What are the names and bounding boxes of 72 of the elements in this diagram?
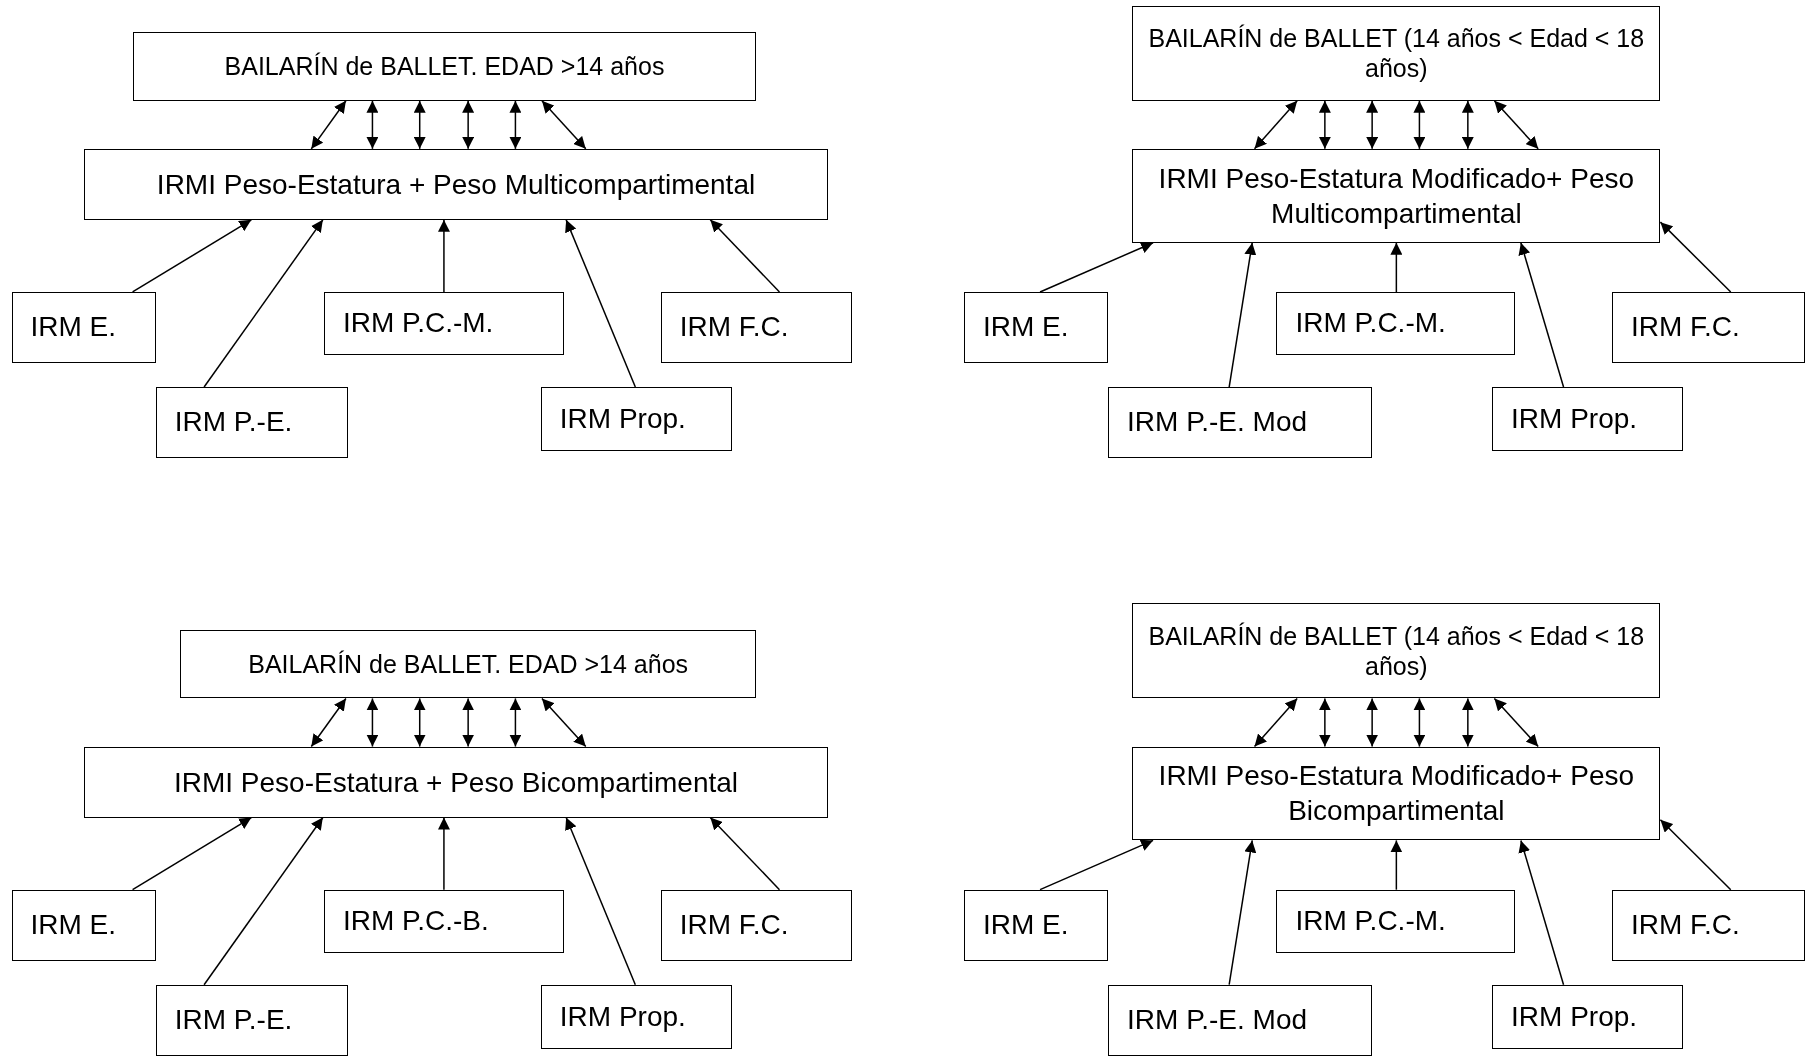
arrow — [1413, 697, 1426, 748]
arrow — [1318, 697, 1331, 748]
arrow — [1518, 839, 1565, 986]
header-box: BAILARÍN de BALLET (14 años < Edad < 18 años) — [1132, 603, 1661, 699]
arrow — [203, 219, 324, 388]
input-box: IRM P.-E. Mod — [1108, 387, 1373, 458]
input-box: IRM P.C.-M. — [1276, 889, 1516, 953]
input-box: IRM F.C. — [660, 889, 853, 961]
index-box: IRMI Peso-Estatura + Peso Bicompartimental — [84, 746, 828, 818]
input-box: IRM E. — [963, 291, 1109, 363]
arrow — [1228, 242, 1257, 388]
input-box: IRM Prop. — [540, 387, 733, 452]
arrow — [366, 100, 379, 150]
input-box: IRM Prop. — [1492, 387, 1684, 452]
index-box: IRMI Peso-Estatura Modificado+ Peso Bicompartimental — [1132, 746, 1661, 841]
input-box: IRM F.C. — [660, 291, 853, 363]
index-box: IRMI Peso-Estatura + Peso Multicompartimental — [84, 148, 828, 220]
arrow — [565, 816, 637, 986]
arrow — [203, 816, 324, 986]
arrow — [310, 697, 347, 748]
arrow — [437, 816, 450, 891]
arrow — [541, 697, 587, 748]
arrow — [565, 219, 637, 388]
arrow — [1461, 100, 1474, 150]
arrow — [1390, 242, 1403, 293]
index-box: IRMI Peso-Estatura Modificado+ Peso Multicompartimental — [1132, 148, 1661, 243]
arrow — [541, 100, 587, 150]
arrow — [709, 219, 781, 293]
arrow — [1518, 242, 1565, 388]
arrow — [1390, 839, 1403, 891]
header-box: BAILARÍN de BALLET. EDAD >14 años — [132, 32, 757, 101]
input-box: IRM P.C.-M. — [1276, 291, 1516, 355]
arrow — [462, 697, 475, 748]
input-box: IRM P.-E. — [155, 984, 349, 1056]
arrow — [131, 816, 253, 891]
arrow — [131, 219, 253, 293]
arrow — [1318, 100, 1331, 150]
arrow — [310, 100, 347, 150]
arrow — [366, 697, 379, 748]
arrow — [437, 219, 450, 293]
arrow — [1413, 100, 1426, 150]
arrow — [1228, 839, 1257, 986]
arrow — [1253, 100, 1298, 150]
arrow — [709, 816, 781, 891]
arrow — [413, 697, 426, 748]
header-box: BAILARÍN de BALLET. EDAD >14 años — [179, 629, 757, 699]
input-box: IRM F.C. — [1611, 889, 1805, 961]
arrow — [509, 100, 522, 150]
arrow — [1493, 697, 1539, 748]
arrow — [1659, 819, 1732, 891]
header-box: BAILARÍN de BALLET (14 años < Edad < 18 años) — [1132, 5, 1661, 101]
input-box: IRM F.C. — [1611, 291, 1805, 363]
arrow — [1493, 100, 1539, 150]
arrow — [1659, 221, 1732, 293]
input-box: IRM P.-E. Mod — [1108, 984, 1373, 1056]
arrow — [509, 697, 522, 748]
arrow — [1253, 697, 1298, 748]
input-box: IRM Prop. — [540, 984, 733, 1049]
arrow — [1366, 697, 1379, 748]
input-box: IRM P.C.-B. — [324, 889, 564, 953]
arrow — [1461, 697, 1474, 748]
input-box: IRM P.C.-M. — [324, 291, 564, 355]
input-box: IRM Prop. — [1492, 984, 1684, 1049]
input-box: IRM E. — [963, 889, 1109, 961]
arrow — [1039, 242, 1154, 293]
arrow — [1039, 839, 1154, 891]
input-box: IRM E. — [11, 889, 156, 961]
arrow — [462, 100, 475, 150]
input-box: IRM E. — [11, 291, 156, 363]
input-box: IRM P.-E. — [155, 387, 349, 458]
arrow — [1366, 100, 1379, 150]
arrow — [413, 100, 426, 150]
